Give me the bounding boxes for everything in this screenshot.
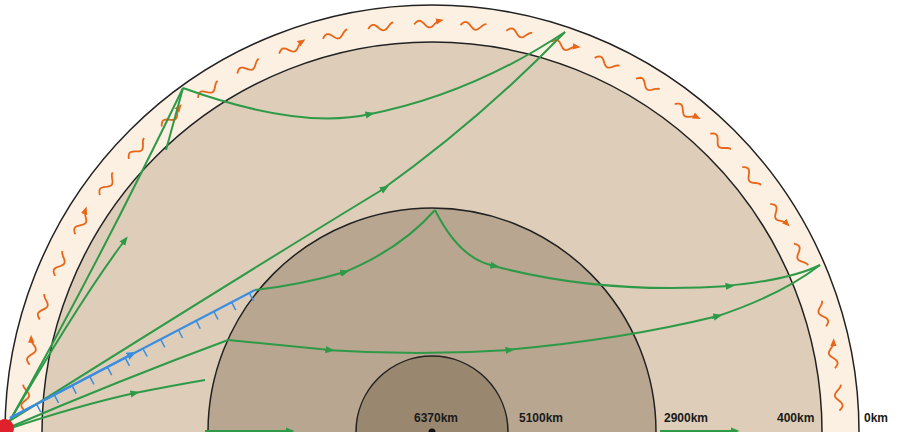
wave-squiggle [794,244,808,266]
wave-squiggle [506,28,532,37]
hatch-mark [143,349,147,357]
wave-squiggle [74,210,86,234]
seismic-rays [8,32,820,431]
wave-squiggle [129,138,144,159]
s-wave-shadow-ray [10,290,255,418]
hatch-mark [72,386,76,394]
hatch-mark [125,358,129,366]
hatch-mark [161,339,165,347]
hatch-mark [249,293,253,301]
wave-squiggle [460,22,486,30]
wave-squiggle [835,385,843,411]
wave-squiggle [742,167,761,185]
wave-squiggle [595,56,620,67]
wave-squiggle [710,134,731,150]
crust [5,5,859,432]
hatch-mark [196,321,200,329]
wave-squiggle [818,301,828,327]
depth-label: 400km [777,411,814,425]
wave-squiggle [237,59,258,74]
wave-squiggle [27,339,36,365]
wave-squiggle [368,22,393,30]
hatch-mark [214,311,218,319]
wave-squiggle [99,172,112,195]
hatch-mark [107,367,111,375]
depth-label: 0km [864,411,888,425]
depth-label: 5100km [519,411,563,425]
mantle [42,42,822,432]
hatch-mark [178,330,182,338]
wave-squiggle [636,78,660,90]
wave-squiggle [829,342,838,368]
earthquake-focus [0,419,14,432]
s-wave-arrow [10,354,132,418]
depth-label: 2900km [664,411,708,425]
hatch-mark [232,302,236,310]
wave-squiggle [770,204,787,224]
surface-waves [21,21,842,411]
hatch-mark [37,404,41,412]
hatch-marks [37,293,254,412]
center-dot [429,429,436,432]
depth-label: 6370km [414,411,458,425]
inner-core [356,356,508,432]
wave-squiggle [323,29,347,38]
wave-squiggle [279,42,302,54]
wave-squiggle [54,251,65,276]
outer-core [208,208,656,432]
wave-squiggle [675,104,697,118]
hatch-mark [90,376,94,384]
wave-squiggle [38,294,48,320]
hatch-mark [54,395,58,403]
wave-squiggle [414,21,440,28]
